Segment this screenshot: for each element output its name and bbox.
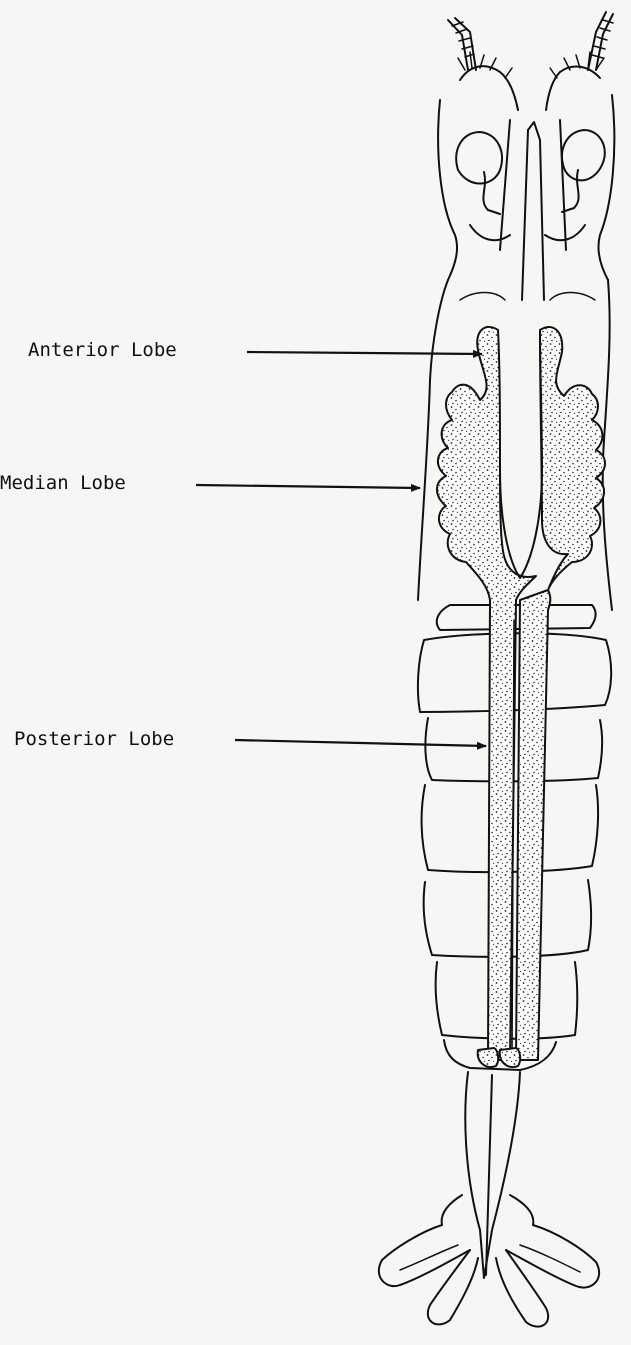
median-lobe-arrow [196, 485, 420, 488]
anterior-lobe-label: Anterior Lobe [28, 339, 177, 361]
posterior-lobe-arrow [235, 740, 486, 746]
tail-fan [379, 1072, 599, 1327]
posterior-lobe-label: Posterior Lobe [14, 728, 174, 750]
label-median-lobe: Median Lobe [0, 472, 420, 494]
median-lobe-label: Median Lobe [0, 472, 126, 494]
label-posterior-lobe: Posterior Lobe [14, 728, 486, 750]
anterior-lobe-arrow [247, 352, 482, 354]
label-anterior-lobe: Anterior Lobe [28, 339, 482, 361]
